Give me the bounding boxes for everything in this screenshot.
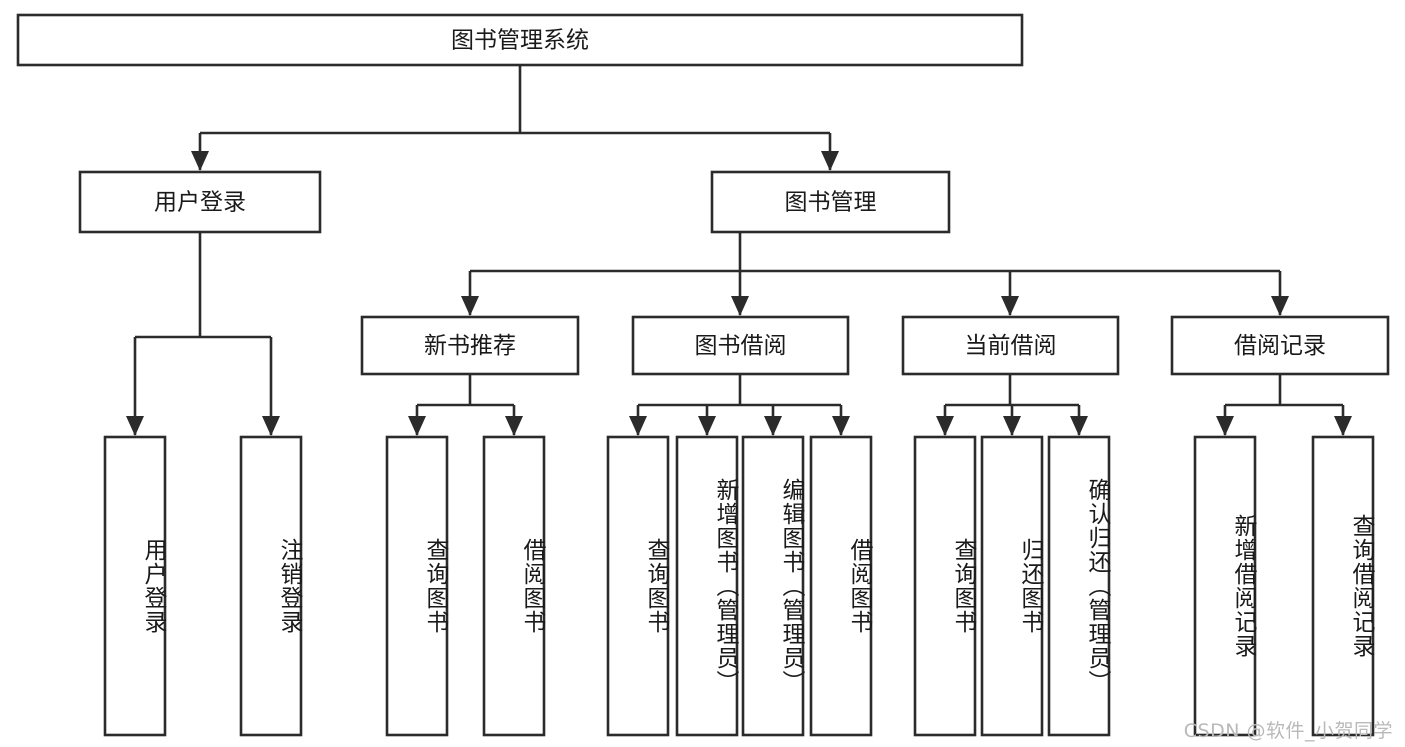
node-root[interactable]: [16, 13, 1024, 67]
arrow-head-icon: [1001, 296, 1019, 316]
node-level2-label-1: 图书管理: [785, 190, 877, 216]
node-leaf-6[interactable]: [741, 435, 805, 737]
node-leaf-5[interactable]: [675, 435, 739, 737]
node-leaf-8[interactable]: [913, 435, 977, 737]
node-level2-1[interactable]: [710, 170, 951, 234]
node-leaf-4[interactable]: [606, 435, 670, 737]
arrow-head-icon: [408, 416, 426, 436]
arrow-head-icon: [1070, 416, 1088, 436]
arrow-head-icon: [731, 296, 749, 316]
node-level3-0[interactable]: [360, 315, 580, 376]
node-leaf-7[interactable]: [809, 435, 873, 737]
node-leaf-12[interactable]: [1311, 435, 1375, 737]
node-level2-label-0: 用户登录: [154, 190, 246, 216]
node-box-layer: [16, 13, 1390, 737]
node-leaf-10[interactable]: [1047, 435, 1111, 737]
node-leaf-0[interactable]: [103, 435, 167, 737]
arrow-head-icon: [698, 416, 716, 436]
node-level3-1[interactable]: [631, 315, 850, 376]
arrow-head-icon: [461, 296, 479, 316]
node-level3-2[interactable]: [901, 315, 1120, 376]
arrow-head-icon: [1334, 416, 1352, 436]
node-root-label: 图书管理系统: [451, 28, 589, 54]
arrow-head-icon: [764, 416, 782, 436]
arrow-head-icon: [1216, 416, 1234, 436]
watermark: CSDN @软件_小贺同学: [1183, 720, 1393, 742]
arrow-head-icon: [1271, 296, 1289, 316]
arrow-head-icon: [629, 416, 647, 436]
node-level3-label-1: 图书借阅: [695, 333, 787, 359]
arrow-head-icon: [832, 416, 850, 436]
node-level3-label-3: 借阅记录: [1234, 333, 1326, 359]
arrow-head-icon: [1003, 416, 1021, 436]
arrow-head-icon: [126, 416, 144, 436]
arrow-head-icon: [821, 151, 839, 171]
node-level3-label-0: 新书推荐: [424, 333, 516, 359]
connector-layer: [126, 65, 1352, 436]
node-leaf-11[interactable]: [1193, 435, 1257, 737]
node-leaf-2[interactable]: [385, 435, 449, 737]
node-level2-0[interactable]: [78, 170, 322, 234]
arrow-head-icon: [505, 416, 523, 436]
node-leaf-1[interactable]: [239, 435, 303, 737]
arrow-head-icon: [936, 416, 954, 436]
arrow-head-icon: [262, 416, 280, 436]
node-leaf-9[interactable]: [980, 435, 1044, 737]
arrow-head-icon: [191, 151, 209, 171]
node-level3-label-2: 当前借阅: [965, 333, 1057, 359]
node-leaf-3[interactable]: [482, 435, 546, 737]
node-level3-3[interactable]: [1170, 315, 1390, 376]
